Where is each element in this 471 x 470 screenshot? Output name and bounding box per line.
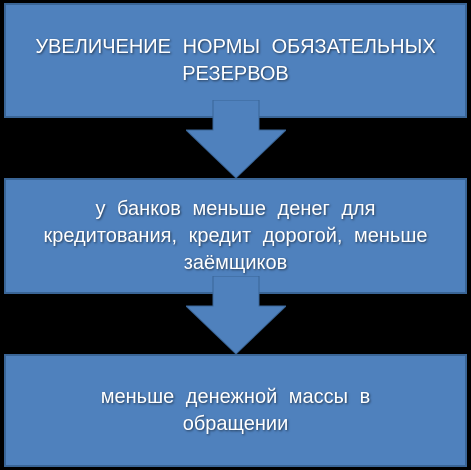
flow-box-3-text: меньше денежной массы в обращении — [100, 385, 371, 435]
flow-box-1: УВЕЛИЧЕНИЕ НОРМЫ ОБЯЗАТЕЛЬНЫХ РЕЗЕРВОВ — [4, 3, 467, 118]
flow-box-3: меньше денежной массы в обращении — [4, 354, 467, 467]
flow-box-2-text: у банков меньше денег для кредитования, … — [43, 197, 428, 274]
flow-box-1-text: УВЕЛИЧЕНИЕ НОРМЫ ОБЯЗАТЕЛЬНЫХ РЕЗЕРВОВ — [35, 35, 436, 85]
down-arrow-2 — [186, 276, 286, 354]
down-arrow-icon — [186, 276, 286, 354]
down-arrow-1 — [186, 100, 286, 178]
flow-box-2: у банков меньше денег для кредитования, … — [4, 178, 467, 294]
down-arrow-icon — [186, 100, 286, 178]
